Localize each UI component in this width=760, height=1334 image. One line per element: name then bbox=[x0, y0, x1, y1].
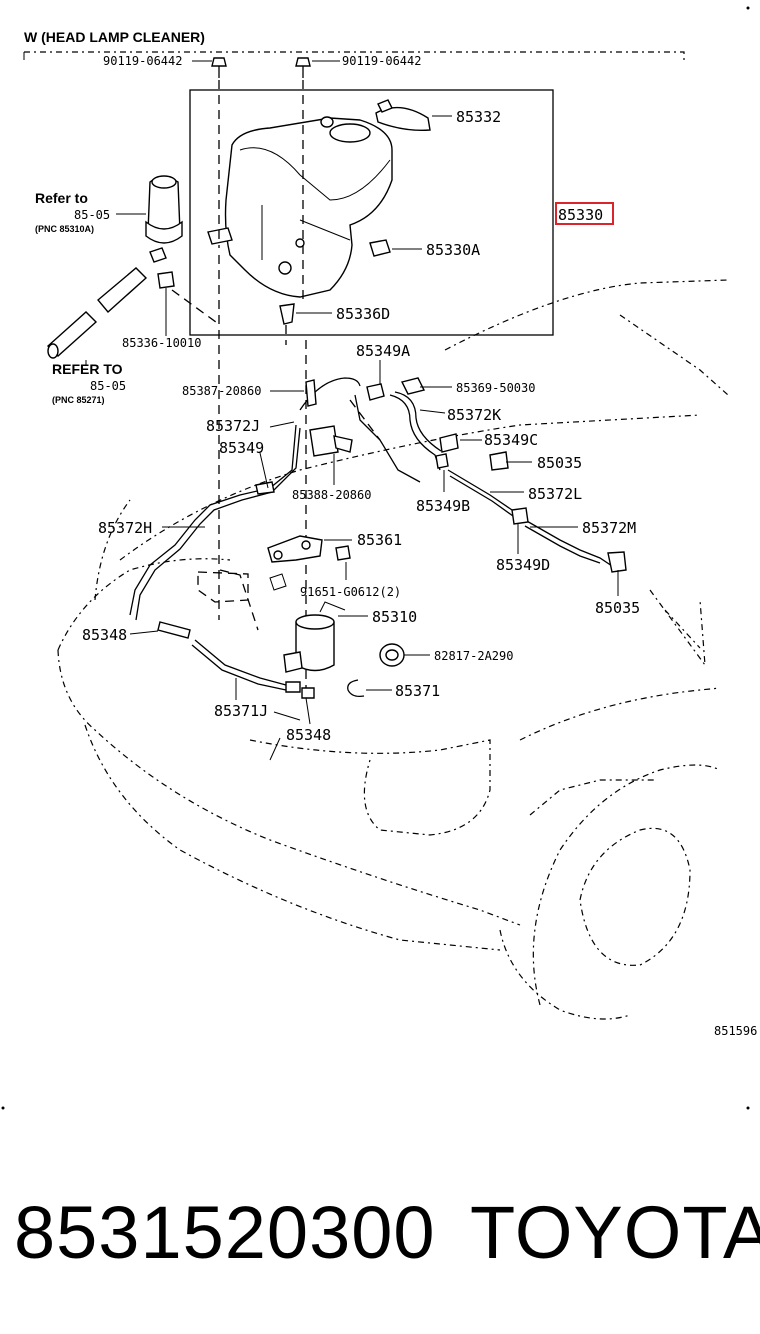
clip-85371 bbox=[347, 679, 365, 698]
label-85372K: 85372K bbox=[447, 406, 501, 424]
label-85388: 85388-20860 bbox=[292, 488, 371, 502]
refer-to-2-pnc: (PNC 85271) bbox=[52, 395, 105, 405]
header-bracket bbox=[24, 51, 685, 62]
reservoir-cap bbox=[375, 99, 431, 132]
grommet-85336 bbox=[157, 271, 175, 289]
bracket-85361 bbox=[267, 535, 351, 591]
label-85035-b: 85035 bbox=[595, 599, 640, 617]
fittings bbox=[157, 377, 627, 699]
label-85330: 85330 bbox=[558, 206, 603, 224]
figure-id: 851596 bbox=[714, 1024, 757, 1038]
label-85369: 85369-50030 bbox=[456, 381, 535, 395]
label-85371J: 85371J bbox=[214, 702, 268, 720]
lower-bracket bbox=[197, 571, 249, 603]
label-85349: 85349 bbox=[219, 439, 264, 457]
label-85310: 85310 bbox=[372, 608, 417, 626]
corner-mark bbox=[746, 6, 750, 10]
refer-to-1-pnc: (PNC 85310A) bbox=[35, 224, 94, 234]
label-85372M: 85372M bbox=[582, 519, 636, 537]
hose-network bbox=[129, 377, 613, 700]
hose-left bbox=[46, 267, 148, 359]
refer-to-2: REFER TO bbox=[52, 361, 123, 377]
bolt-left bbox=[211, 57, 227, 78]
label-85372L: 85372L bbox=[528, 485, 582, 503]
guide bbox=[171, 289, 221, 326]
label-91651: 91651-G0612(2) bbox=[300, 585, 401, 599]
label-85371: 85371 bbox=[395, 682, 440, 700]
leader-lines bbox=[129, 360, 619, 761]
label-82817: 82817-2A290 bbox=[434, 649, 513, 663]
label-85349C: 85349C bbox=[484, 431, 538, 449]
diagram-title: W (HEAD LAMP CLEANER) bbox=[24, 29, 205, 45]
reservoir-assembly-box bbox=[189, 89, 554, 336]
grommet-85330a bbox=[369, 239, 391, 257]
footer-part-number: 8531520300 bbox=[14, 1191, 436, 1274]
label-85348-b: 85348 bbox=[286, 726, 331, 744]
label-85349B: 85349B bbox=[416, 497, 470, 515]
washer-reservoir-tank bbox=[207, 116, 393, 298]
label-85336D: 85336D bbox=[336, 305, 390, 323]
footer-brand: TOYOTA bbox=[470, 1191, 760, 1274]
label-85361: 85361 bbox=[357, 531, 402, 549]
pump-motor-ref bbox=[145, 175, 183, 263]
label-85372H: 85372H bbox=[98, 519, 152, 537]
refer-to-1-page: 85-05 bbox=[74, 208, 110, 222]
label-85387: 85387-20860 bbox=[182, 384, 261, 398]
label-90119-right: 90119-06442 bbox=[342, 54, 421, 68]
grommet-82817 bbox=[379, 643, 405, 667]
washer-pump-85310 bbox=[283, 601, 346, 673]
label-85349A: 85349A bbox=[356, 342, 410, 360]
label-85332: 85332 bbox=[456, 108, 501, 126]
label-85348-a: 85348 bbox=[82, 626, 127, 644]
car-body-outline bbox=[57, 279, 729, 1020]
label-85330A: 85330A bbox=[426, 241, 480, 259]
label-90119-left: 90119-06442 bbox=[103, 54, 182, 68]
label-85372J: 85372J bbox=[206, 417, 260, 435]
check-valve-85388 bbox=[309, 425, 353, 457]
label-85035-a: 85035 bbox=[537, 454, 582, 472]
label-85349D: 85349D bbox=[496, 556, 550, 574]
refer-to-2-page: 85-05 bbox=[90, 379, 126, 393]
corner-mark bbox=[746, 1106, 750, 1110]
label-85336: 85336-10010 bbox=[122, 336, 201, 350]
corner-mark bbox=[1, 1106, 5, 1110]
plug-85336d bbox=[279, 303, 295, 325]
highlight-85330 bbox=[555, 202, 614, 225]
bolt-right bbox=[295, 57, 311, 78]
refer-to-1: Refer to bbox=[35, 190, 88, 206]
